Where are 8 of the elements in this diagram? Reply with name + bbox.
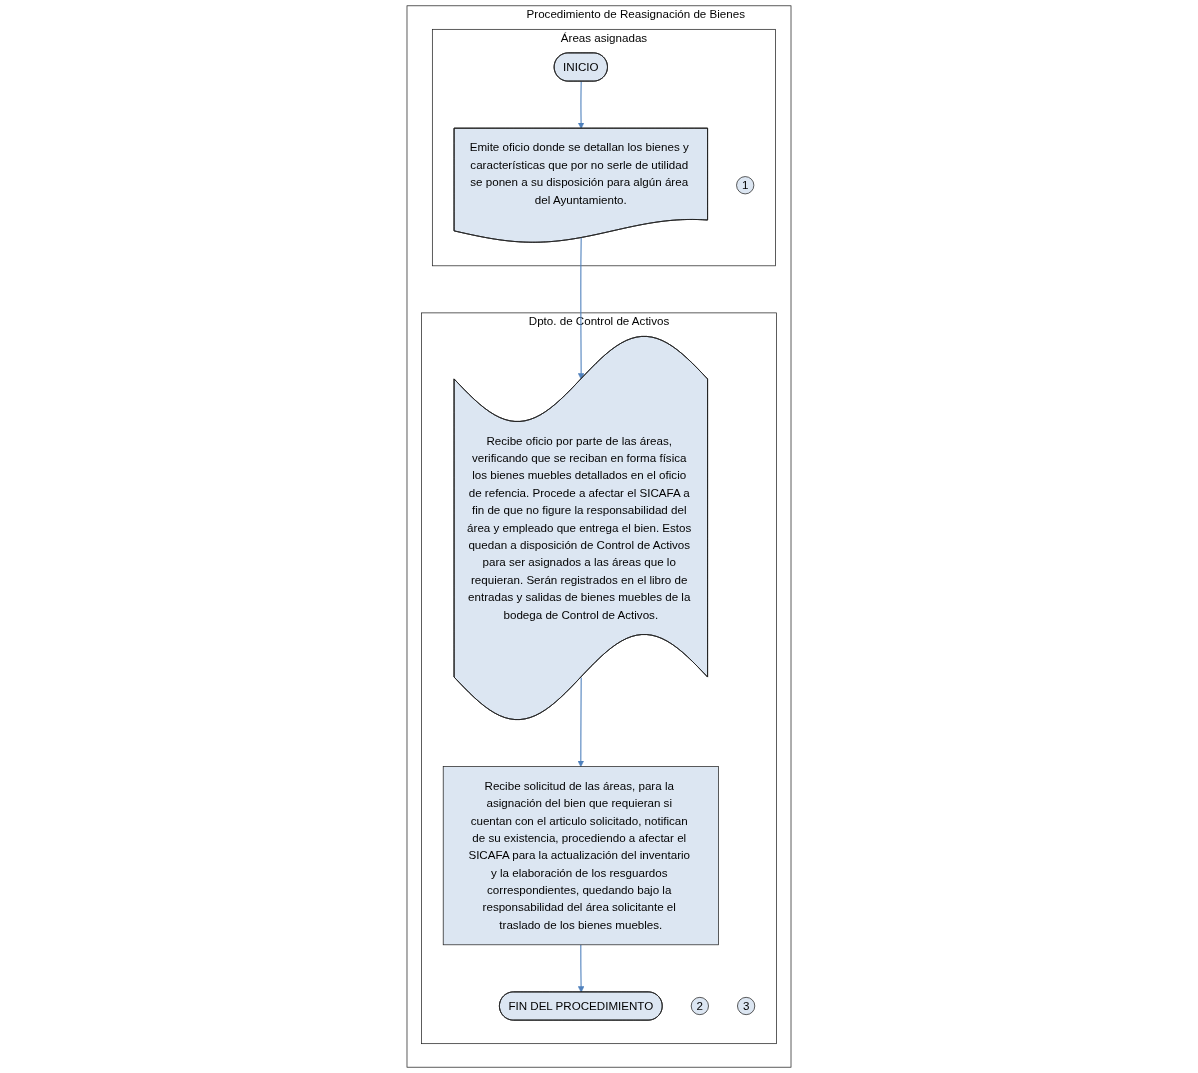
arrow <box>577 80 585 129</box>
node-circle: 2 <box>690 997 709 1015</box>
node-circle: 3 <box>737 997 756 1015</box>
arrow <box>577 944 585 993</box>
node-circle: 1 <box>736 176 755 195</box>
arrow <box>577 237 585 380</box>
node-box: Recibe solicitud de las áreas, para la asignación del bien que requieran si cuentan con el articulo solicitado, notifican de su existencia, procediendo a afectar el SICAFA para la actualización del inventario y la elaboración de los resguardos correspondientes, quedando bajo la responsabilidad del área solicitante el traslado de los bienes muebles. <box>442 766 719 946</box>
arrow <box>577 676 584 767</box>
